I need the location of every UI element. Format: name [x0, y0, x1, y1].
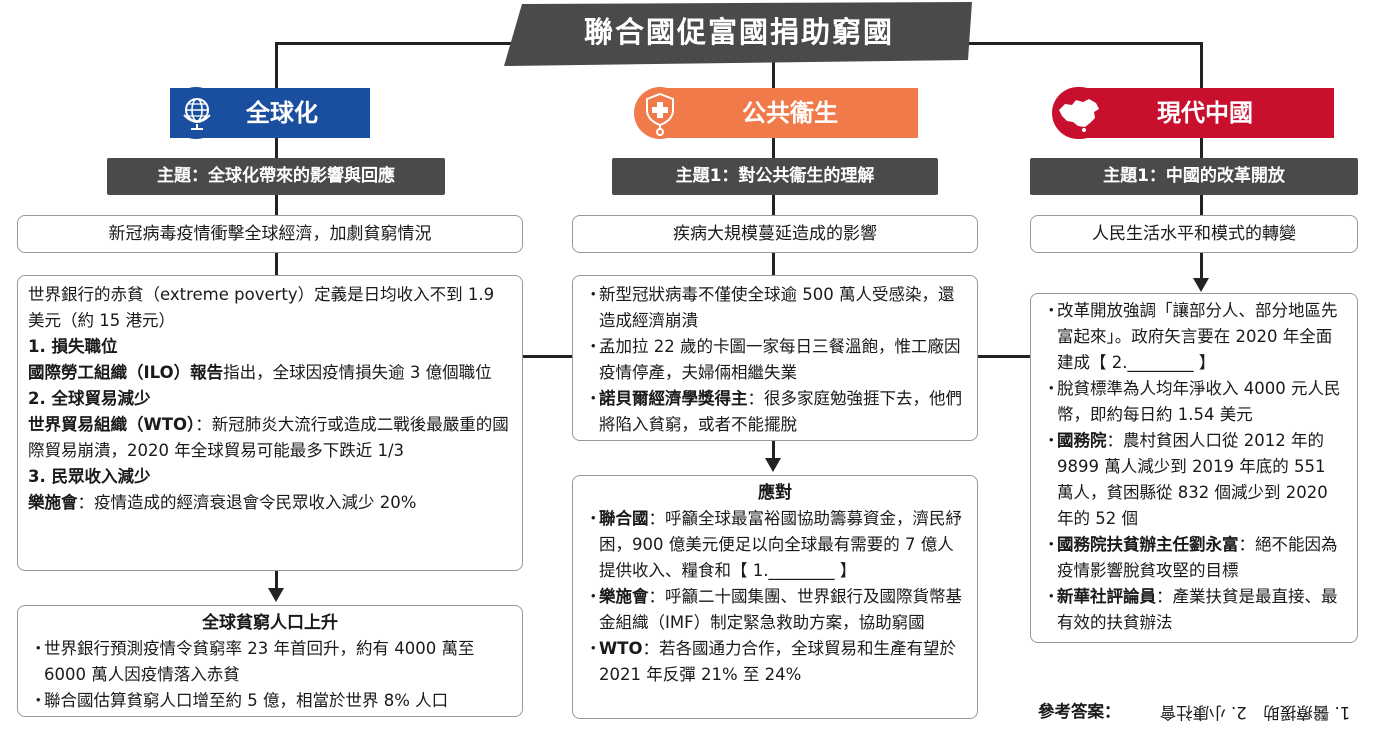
right-stem-1: [1200, 138, 1203, 158]
left-detail-box: 世界銀行的赤貧（extreme poverty）定義是日均收入不到 1.9 美元…: [17, 275, 523, 571]
response-bullet-2: 樂施會：呼籲二十國集團、世界銀行及國際貨幣基金組織（IMF）制定緊急救助方案，協…: [583, 584, 967, 636]
right-theme-bar: 主題1：中國的改革開放: [1030, 158, 1358, 195]
source-oxfam: 樂施會: [28, 493, 78, 512]
right-arrow: [1193, 278, 1209, 292]
impact-bullet-3: 諾貝爾經濟學獎得主：很多家庭勉強捱下去，他們將陷入貧窮，或者不能擺脫: [583, 386, 967, 438]
source-state-council: 國務院: [1057, 431, 1107, 450]
job-loss-text: 國際勞工組織（ILO）報告指出，全球因疫情損失逾 3 億個職位: [28, 360, 512, 386]
answer-label: 參考答案：: [1038, 702, 1121, 721]
top-connector-left-v: [275, 42, 278, 90]
heading-job-loss: 1. 損失職位: [28, 337, 118, 356]
right-issue: 人民生活水平和模式的轉變: [1030, 215, 1358, 253]
impact-bullet-2: 孟加拉 22 歲的卡圖一家每日三餐溫飽，惟工廠因疫情停產，夫婦倆相繼失業: [583, 334, 967, 386]
heading-trade: 2. 全球貿易減少: [28, 389, 151, 408]
left-arrow: [268, 588, 284, 602]
poverty-definition: 世界銀行的赤貧（extreme poverty）定義是日均收入不到 1.9 美元…: [28, 285, 495, 330]
globe-icon: [183, 98, 211, 130]
h-link-mid-right: [978, 355, 1030, 358]
middle-banner-label: 公共衞生: [742, 99, 838, 127]
left-stem-3: [275, 253, 278, 275]
source-wto: 世界貿易組織（WTO）: [28, 415, 196, 434]
source-un: 聯合國: [599, 509, 649, 528]
china-bullet-4: 國務院扶貧辦主任劉永富：絕不能因為疫情影響脫貧攻堅的目標: [1041, 532, 1347, 584]
source-xinhua: 新華社評論員: [1057, 587, 1156, 606]
response-heading: 應對: [758, 483, 792, 503]
income-text: 樂施會：疫情造成的經濟衰退會令民眾收入減少 20%: [28, 490, 512, 516]
left-stem-4: [275, 571, 278, 589]
left-banner-label: 全球化: [246, 99, 318, 127]
income-body: ：疫情造成的經濟衰退會令民眾收入減少 20%: [77, 493, 417, 512]
china-bullet-5: 新華社評論員：產業扶貧是最直接、最有效的扶貧辦法: [1041, 584, 1347, 636]
mid-stem-1: [772, 138, 775, 158]
heading-income: 3. 民眾收入減少: [28, 467, 151, 486]
answer-text: 1. 醫療援助 2. 小康社會: [1159, 703, 1351, 722]
response-bullet-1-body: ：呼籲全球最富裕國協助籌募資金，濟民紓困，900 億美元便足以向全球最有需要的 …: [599, 509, 962, 580]
china-bullet-2: 脫貧標準為人均年淨收入 4000 元人民幣，即約每日約 1.54 美元: [1041, 376, 1347, 428]
result-heading: 全球貧窮人口上升: [202, 613, 338, 633]
left-stem-2: [275, 195, 278, 215]
middle-banner: [660, 88, 918, 138]
h-link-left-mid: [520, 355, 572, 358]
response-bullet-3: WTO：若各國通力合作，全球貿易和生產有望於 2021 年反彈 21% 至 24…: [583, 636, 967, 688]
middle-theme-bar: 主題1：對公共衞生的理解: [612, 158, 938, 195]
china-map-icon: [1059, 99, 1099, 132]
top-connector-mid-v: [772, 60, 775, 90]
source-wto-2: WTO: [599, 639, 643, 658]
left-issue: 新冠病毒疫情衝擊全球經濟，加劇貧窮情況: [17, 215, 523, 253]
result-bullet-1: 世界銀行預測疫情令貧窮率 23 年首回升，約有 4000 萬至 6000 萬人因…: [28, 636, 512, 688]
health-shield-icon: [646, 92, 674, 136]
left-banner-icon-wrap: [170, 87, 222, 139]
result-bullet-2: 聯合國估算貧窮人口增至約 5 億，相當於世界 8% 人口: [28, 688, 512, 714]
china-bullet-1: 改革開放強調「讓部分人、部分地區先富起來」。政府矢言要在 2020 年全面建成【…: [1041, 298, 1347, 376]
source-nobel: 諾貝爾經濟學獎得主: [599, 389, 748, 408]
right-banner-label: 現代中國: [1157, 99, 1253, 127]
china-bullet-3-body: ：農村貧困人口從 2012 年的 9899 萬人減少到 2019 年底的 551…: [1057, 431, 1328, 528]
impact-bullet-3-body: ：很多家庭勉強捱下去，他們將陷入貧窮，或者不能擺脫: [599, 389, 962, 434]
response-bullet-2-body: ：呼籲二十國集團、世界銀行及國際貨幣基金組織（IMF）制定緊急救助方案，協助窮國: [599, 587, 962, 632]
mid-stem-2: [772, 195, 775, 215]
right-detail-box: 改革開放強調「讓部分人、部分地區先富起來」。政府矢言要在 2020 年全面建成【…: [1030, 293, 1358, 643]
top-connector-right-v: [1200, 42, 1203, 90]
title-banner: [504, 2, 972, 66]
trade-body: ：新冠肺炎大流行或造成二戰後最嚴重的國際貿易崩潰，2020 年全球貿易可能最多下…: [28, 415, 509, 460]
left-result-box: 全球貧窮人口上升 世界銀行預測疫情令貧窮率 23 年首回升，約有 4000 萬至…: [17, 605, 523, 717]
right-stem-3: [1200, 253, 1203, 279]
job-loss-body: 指出，全球因疫情損失逾 3 億個職位: [223, 363, 492, 382]
response-bullet-3-body: ：若各國通力合作，全球貿易和生產有望於 2021 年反彈 21% 至 24%: [599, 639, 956, 684]
middle-issue: 疾病大規模蔓延造成的影響: [572, 215, 978, 253]
source-ilo: 國際勞工組織（ILO）報告: [28, 363, 224, 382]
left-theme-bar: 主題：全球化帶來的影響與回應: [107, 158, 445, 195]
right-stem-2: [1200, 195, 1203, 215]
left-stem-1: [275, 138, 278, 158]
china-bullet-3: 國務院：農村貧困人口從 2012 年的 9899 萬人減少到 2019 年底的 …: [1041, 428, 1347, 532]
mid-stem-4: [772, 441, 775, 459]
right-banner: [1078, 88, 1334, 138]
page-title: 聯合國促富國捐助窮國: [583, 15, 894, 49]
response-bullet-1: 聯合國：呼籲全球最富裕國協助籌募資金，濟民紓困，900 億美元便足以向全球最有需…: [583, 506, 967, 584]
mid-arrow: [765, 458, 781, 472]
source-oxfam-2: 樂施會: [599, 587, 649, 606]
source-poverty-office: 國務院扶貧辦主任劉永富: [1057, 535, 1239, 554]
china-bullet-5-body: ：產業扶貧是最直接、最有效的扶貧辦法: [1057, 587, 1338, 632]
impact-bullet-1: 新型冠狀病毒不僅使全球逾 500 萬人受感染，還造成經濟崩潰: [583, 282, 967, 334]
middle-detail-box: 新型冠狀病毒不僅使全球逾 500 萬人受感染，還造成經濟崩潰 孟加拉 22 歲的…: [572, 275, 978, 441]
mid-stem-3: [772, 253, 775, 275]
middle-response-box: 應對 聯合國：呼籲全球最富裕國協助籌募資金，濟民紓困，900 億美元便足以向全球…: [572, 475, 978, 719]
china-bullet-4-body: ：絕不能因為疫情影響脫貧攻堅的目標: [1057, 535, 1338, 580]
trade-text: 世界貿易組織（WTO）：新冠肺炎大流行或造成二戰後最嚴重的國際貿易崩潰，2020…: [28, 412, 512, 464]
